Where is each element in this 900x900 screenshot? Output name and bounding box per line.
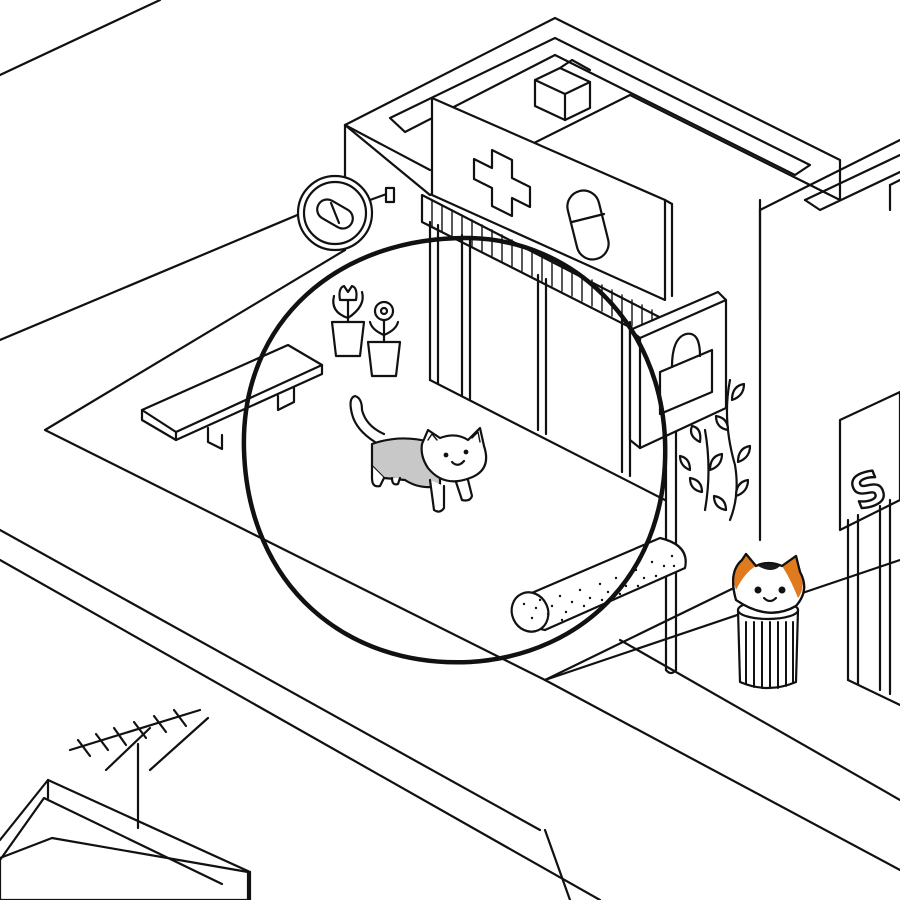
rolled-doormat[interactable]	[505, 536, 687, 638]
box-icon	[533, 58, 592, 122]
potted-tulip	[330, 284, 366, 358]
focus-circle-highlight	[241, 235, 668, 665]
pharmacy-building[interactable]	[343, 16, 842, 502]
pharmacy-sign	[430, 96, 674, 302]
pharmacy-cross-icon	[472, 148, 532, 218]
hanging-pill-sign	[296, 174, 396, 252]
gray-white-cat[interactable]	[349, 394, 488, 513]
potted-flower	[366, 300, 402, 378]
wall-vine	[678, 378, 752, 522]
store-building[interactable]	[758, 138, 900, 707]
pill-capsule-icon	[566, 189, 610, 261]
rooftop-building	[0, 778, 252, 900]
sidewalk	[43, 248, 900, 682]
bench[interactable]	[140, 343, 324, 451]
calico-cat[interactable]	[731, 552, 806, 614]
tv-antenna	[68, 708, 210, 830]
trash-can[interactable]	[736, 599, 800, 690]
